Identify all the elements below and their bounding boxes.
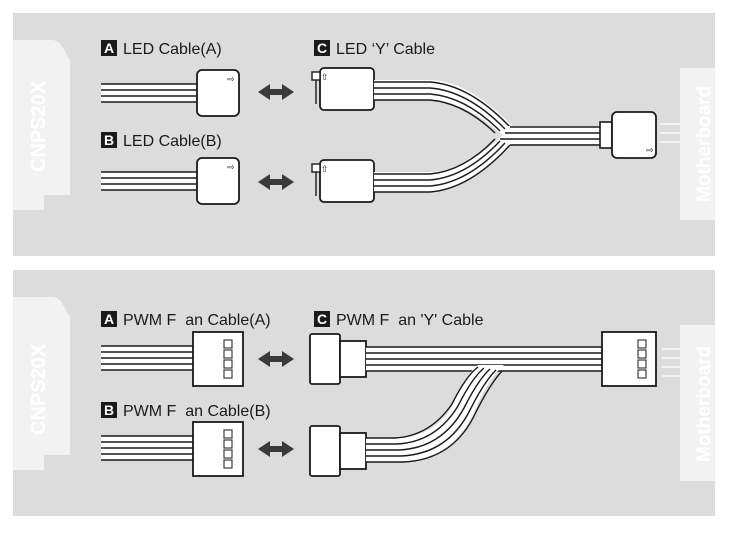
label-led-cable-a: LED Cable(A) [123,41,222,58]
svg-text:⇧: ⇧ [321,165,329,175]
pwm-y-socket-a [309,333,341,385]
badge-a-text: A [104,40,114,56]
top-device-label: CNPS20X [28,80,50,172]
label-pwm-cable-b: PWM F an Cable(B) [123,403,271,420]
badge-c-text: C [317,311,327,327]
led-y-socket-b: ⇧ [311,159,375,203]
badge-b [101,402,117,418]
pwm-plug-b [192,421,244,477]
label-led-y-cable: LED ‘Y’ Cable [336,41,435,58]
top-motherboard-pins [660,123,680,143]
pwm-y-socket-b [309,425,341,477]
led-y-plug-motherboard [611,111,657,159]
bottom-device-shape [13,297,70,470]
badge-c-text: C [317,40,327,56]
led-cable-b: ⇨ [101,157,240,205]
arrow-outline-icon: ⇨ [227,163,235,173]
led-cable-a: ⇨ [101,69,240,117]
bottom-device-label: CNPS20X [28,343,50,435]
svg-text:⇧: ⇧ [321,73,329,83]
bottom-panel: CNPS20X Motherboard A PWM F an Cable(A) … [13,270,715,516]
pwm-y-cable [309,331,657,477]
led-plug-b [196,157,240,205]
pwm-y-plug-motherboard [601,331,657,387]
bottom-panel-background [13,270,715,516]
led-y-socket-a: ⇧ [311,67,375,111]
top-motherboard-label: Motherboard [694,86,715,202]
led-y-cable: ⇧ ⇧ [311,67,657,203]
arrow-outline-icon: ⇨ [646,146,654,156]
badge-c [314,40,330,56]
badge-b [101,132,117,148]
badge-c [314,311,330,327]
pwm-cable-b [101,421,244,477]
badge-b-text: B [104,402,114,418]
top-motherboard-block [680,68,715,220]
pwm-plug-a [192,331,244,387]
label-led-cable-b: LED Cable(B) [123,133,222,150]
pwm-cable-a [101,331,244,387]
arrow-outline-icon: ⇨ [227,75,235,85]
badge-a [101,40,117,56]
bottom-motherboard-block [680,325,715,481]
badge-a [101,311,117,327]
label-pwm-cable-a: PWM F an Cable(A) [123,312,271,329]
top-panel: CNPS20X Motherboard A LED Cable(A) B LED… [13,13,715,256]
badge-a-text: A [104,311,114,327]
bottom-motherboard-label: Motherboard [694,346,715,462]
led-plug-a [196,69,240,117]
label-pwm-y-cable: PWM F an 'Y' Cable [336,312,484,329]
top-device-shape [13,40,70,210]
badge-b-text: B [104,132,114,148]
bottom-motherboard-pins [662,348,680,377]
